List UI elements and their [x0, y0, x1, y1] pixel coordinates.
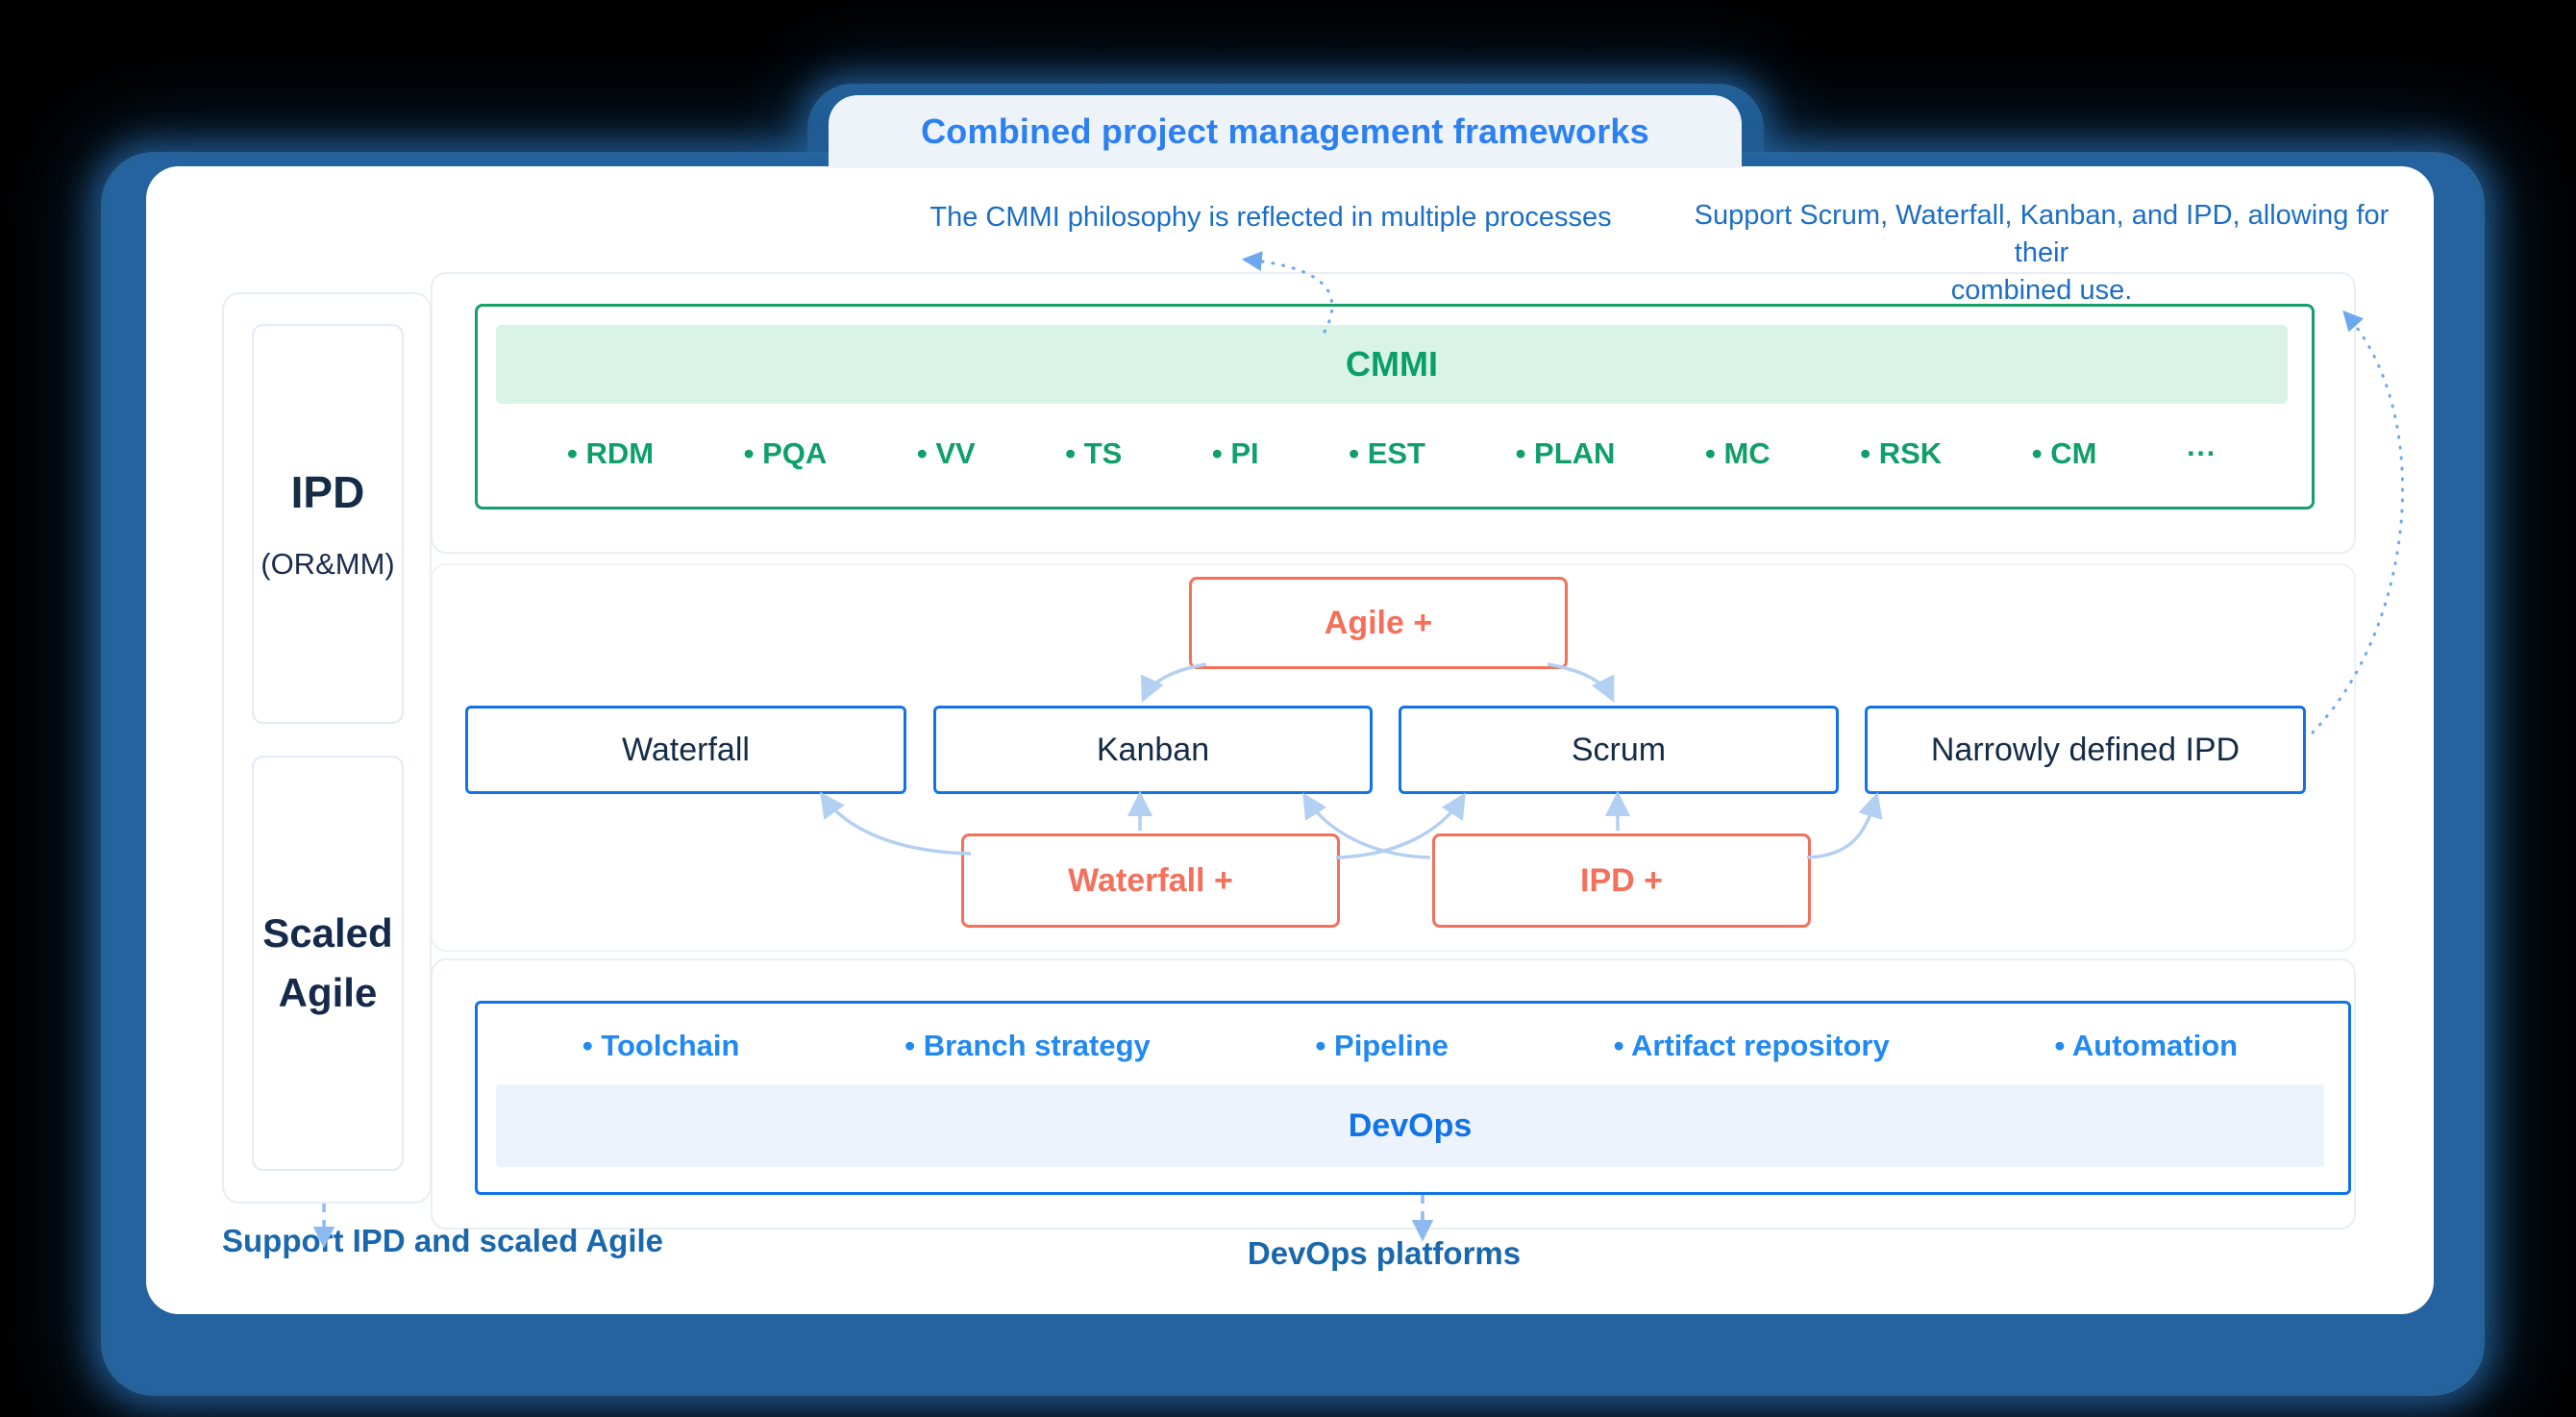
cmmi-item: VV: [917, 436, 975, 471]
scaled-agile-node: Scaled Agile: [252, 756, 404, 1171]
cmmi-title: CMMI: [1346, 344, 1438, 384]
ipd-plus-label: IPD +: [1580, 861, 1663, 899]
cmmi-ellipsis: ···: [2186, 436, 2217, 470]
cmmi-item: MC: [1705, 436, 1770, 471]
devops-item: Pipeline: [1316, 1029, 1449, 1063]
waterfall-label: Waterfall: [622, 731, 750, 768]
cmmi-item: TS: [1065, 436, 1123, 471]
devops-item: Automation: [2055, 1029, 2238, 1063]
ipd-node: IPD (OR&MM): [252, 324, 404, 724]
ipd-title: IPD: [290, 467, 365, 517]
waterfall-node: Waterfall: [465, 706, 906, 794]
cmmi-item: PQA: [744, 436, 827, 471]
support-annotation-line1: Support Scrum, Waterfall, Kanban, and IP…: [1694, 200, 2390, 268]
waterfall-plus-label: Waterfall +: [1068, 861, 1233, 899]
agile-plus-label: Agile +: [1324, 604, 1433, 641]
page-title: Combined project management frameworks: [921, 112, 1649, 151]
devops-items-row: Toolchain Branch strategy Pipeline Artif…: [500, 1015, 2320, 1077]
narrow-ipd-label: Narrowly defined IPD: [1930, 731, 2241, 768]
sidebar-note: Support IPD and scaled Agile: [222, 1223, 664, 1258]
cmmi-items-row: RDM PQA VV TS PI EST PLAN MC RSK CM ···: [519, 411, 2265, 496]
kanban-node: Kanban: [933, 706, 1373, 794]
devops-title: DevOps: [1348, 1106, 1473, 1144]
cmmi-item: PI: [1212, 436, 1258, 471]
cmmi-banner: CMMI: [496, 325, 2288, 404]
cmmi-item: RSK: [1860, 436, 1942, 471]
support-annotation-line2: combined use.: [1950, 275, 2133, 306]
devops-note: DevOps platforms: [1247, 1235, 1522, 1271]
devops-banner: DevOps: [496, 1084, 2324, 1167]
agile-plus-node: Agile +: [1189, 577, 1568, 669]
narrow-ipd-node: Narrowly defined IPD: [1865, 706, 2306, 794]
scaled-agile-line1: Scaled: [262, 910, 393, 956]
devops-item: Toolchain: [582, 1029, 739, 1063]
cmmi-item: CM: [2032, 436, 2096, 471]
devops-item: Artifact repository: [1614, 1029, 1890, 1063]
ipd-subtitle: (OR&MM): [260, 547, 395, 581]
title-tab: Combined project management frameworks: [829, 95, 1742, 168]
scaled-agile-line2: Agile: [278, 970, 378, 1015]
scrum-label: Scrum: [1571, 731, 1667, 768]
devops-item: Branch strategy: [904, 1029, 1151, 1063]
support-annotation: Support Scrum, Waterfall, Kanban, and IP…: [1686, 197, 2397, 310]
waterfall-plus-node: Waterfall +: [961, 833, 1340, 928]
devops-box: [475, 1001, 2351, 1195]
scrum-node: Scrum: [1399, 706, 1839, 794]
kanban-label: Kanban: [1096, 731, 1210, 768]
cmmi-item: RDM: [567, 436, 654, 471]
cmmi-annotation: The CMMI philosophy is reflected in mult…: [929, 202, 1612, 233]
ipd-plus-node: IPD +: [1432, 833, 1811, 928]
cmmi-item: PLAN: [1516, 436, 1615, 471]
cmmi-item: EST: [1349, 436, 1425, 471]
